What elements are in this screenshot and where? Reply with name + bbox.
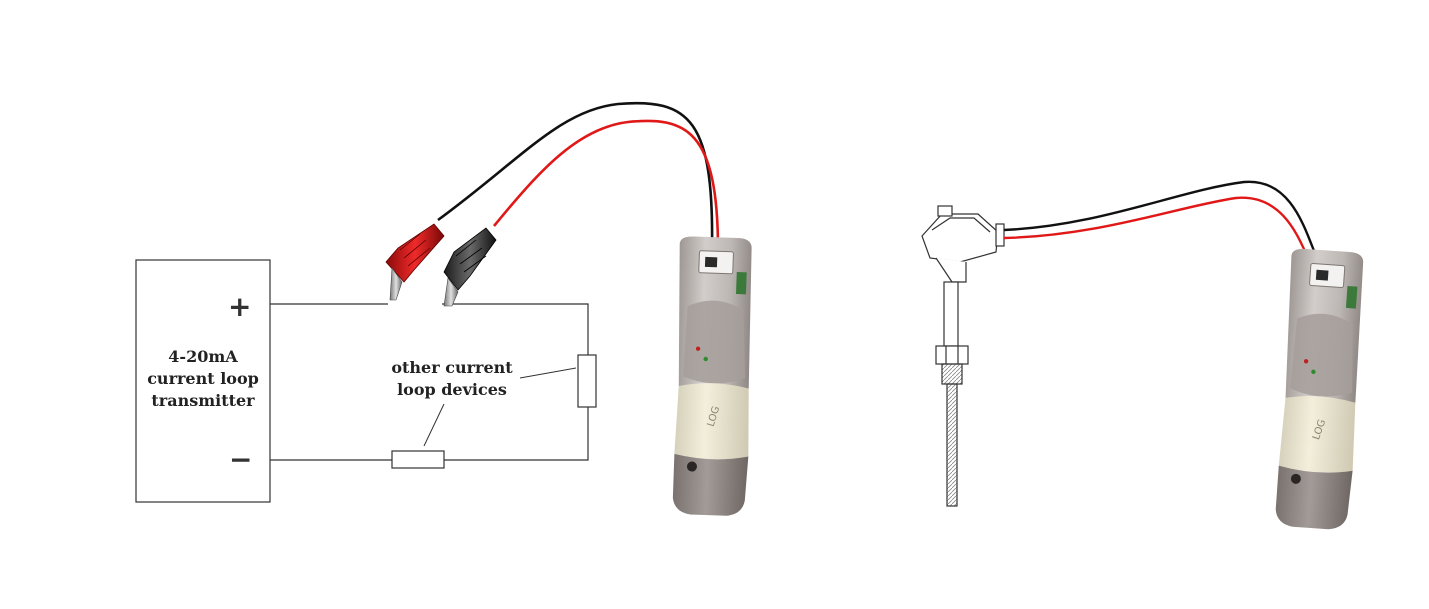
red-cable-left: [492, 119, 720, 251]
red-alligator-clip: [385, 223, 445, 301]
data-logger-right: [1272, 247, 1369, 532]
vertical-resistor: [577, 354, 597, 408]
loop-circuit: [270, 303, 589, 461]
red-cable-right: [1003, 196, 1310, 259]
minus-terminal-label: −: [229, 443, 252, 476]
transmitter-label-line-1: 4-20mA: [168, 347, 238, 366]
transmitter-label-line-3: transmitter: [151, 391, 255, 410]
horizontal-resistor: [391, 450, 445, 469]
black-cable-right: [1003, 180, 1318, 257]
transmitter-label-line-2: current loop: [147, 369, 259, 388]
leader-lines: [423, 367, 577, 447]
transmitter-box: [135, 259, 271, 503]
black-alligator-clip: [443, 227, 497, 307]
thermocouple-probe: [921, 205, 1005, 507]
plus-terminal-label: +: [228, 290, 251, 323]
data-logger-left: [669, 235, 757, 517]
loop-devices-label-line-1: other current: [391, 358, 513, 377]
black-cable-left: [437, 101, 714, 251]
loop-devices-label-line-2: loop devices: [397, 380, 507, 399]
